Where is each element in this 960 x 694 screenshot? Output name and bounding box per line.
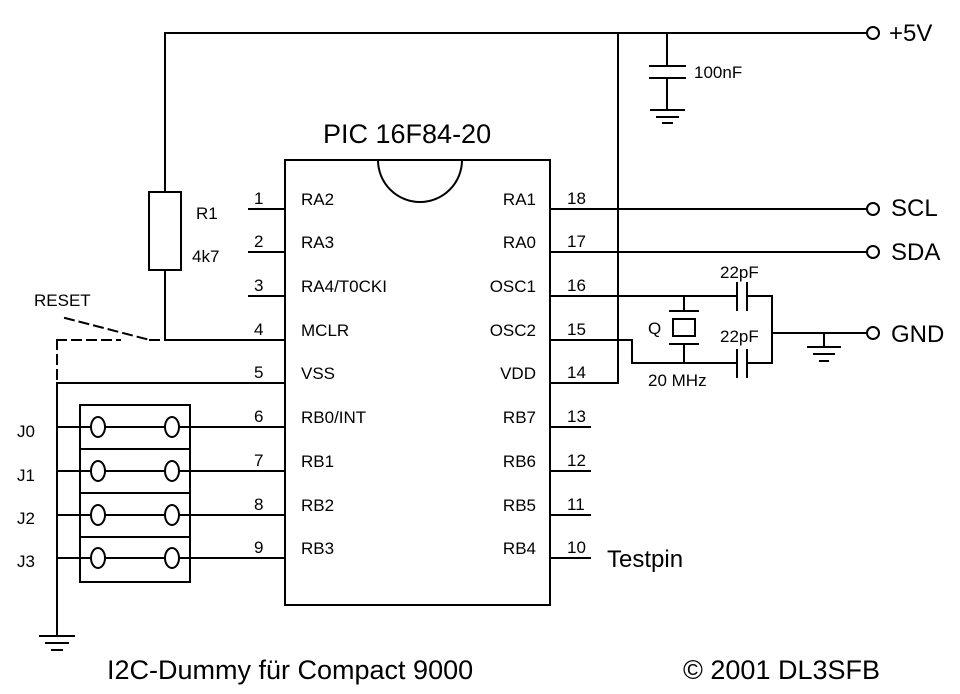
pin-number: 1 [254,189,263,208]
right-pin-numbers: 18 17 16 15 14 13 12 11 10 [567,189,586,557]
jumper-pin [90,504,106,526]
reset-switch [56,316,166,381]
pin-number: 10 [567,538,586,557]
right-pins [549,208,591,559]
pin-number: 2 [254,232,263,251]
pin-name: OSC1 [490,277,536,296]
c1-value-label: 22pF [720,263,759,282]
c2-value-label: 22pF [720,327,759,346]
pin-name: RA1 [503,190,536,209]
pin-name: VDD [500,364,536,383]
gnd-terminal [866,326,880,340]
osc2-wire [589,339,738,364]
left-pin-numbers: 1 2 3 4 5 6 7 8 9 [254,189,263,557]
crystal-body [672,318,696,337]
pin-number: 4 [254,320,263,339]
pin-number: 12 [567,451,586,470]
left-pins [248,208,286,559]
pin-name: RA3 [301,233,334,252]
jumper-pin [90,460,106,482]
pin-number: 6 [254,407,263,426]
decoupling-capacitor [649,32,686,124]
pin-name: RA2 [301,190,334,209]
jumper-label: J2 [17,509,35,528]
jumper-label: J3 [17,552,35,571]
pin-number: 13 [567,407,586,426]
r1-name-label: R1 [196,204,218,223]
jumper-label: J0 [17,422,35,441]
jumper-pin [164,460,180,482]
right-pin-names: RA1 RA0 OSC1 OSC2 VDD RB7 RB6 RB5 RB4 [490,190,536,558]
pin-name: RA4/T0CKI [301,277,387,296]
pin-number: 16 [567,276,586,295]
jumper-label: J1 [17,466,35,485]
r1-body [148,191,182,271]
jumper-block [56,404,250,583]
left-pin-names: RA2 RA3 RA4/T0CKI MCLR VSS RB0/INT RB1 R… [301,190,387,558]
vcc-label: +5V [889,20,932,47]
pin-number: 7 [254,451,263,470]
pin-name: VSS [301,364,335,383]
pin-name: RB7 [503,408,536,427]
reset-contact [63,316,152,342]
chip-title: PIC 16F84-20 [323,119,491,149]
pin-number: 11 [567,495,585,514]
pin-name: OSC2 [490,321,536,340]
testpin-label: Testpin [607,546,683,573]
ground-bus [39,382,250,651]
pin-name: RB0/INT [301,408,366,427]
pin-number: 15 [567,320,586,339]
oscillator-circuit [589,282,880,378]
pin-number: 3 [254,276,263,295]
crystal-name-label: Q [648,319,661,338]
diagram-title: I2C-Dummy für Compact 9000 [107,655,473,685]
pin-number: 9 [254,538,263,557]
pin-name: RA0 [503,233,536,252]
pin-number: 17 [567,232,586,251]
jumper-pin [164,416,180,438]
pin-name: RB3 [301,539,334,558]
copyright-notice: © 2001 DL3SFB [683,655,880,685]
gnd-label: GND [891,321,944,348]
scl-label: SCL [891,195,938,222]
jumper-pin [164,547,180,569]
jumper-pin [90,547,106,569]
i2c-lines [589,202,880,259]
jumper-pin [164,504,180,526]
pin-number: 14 [567,363,586,382]
pin-name: RB2 [301,496,334,515]
chip-notch [376,158,464,203]
reset-label: RESET [34,291,91,310]
jumper-pin [90,416,106,438]
cap-value-label: 100nF [694,63,742,82]
pin-number: 8 [254,495,263,514]
pin-number: 18 [567,189,586,208]
jumper-labels: J0 J1 J2 J3 [17,422,35,571]
pin-name: RB6 [503,452,536,471]
pin-name: RB1 [301,452,334,471]
pin-name: RB4 [503,539,536,558]
pin-number: 5 [254,363,263,382]
sda-terminal [866,245,880,259]
r1-resistor [148,191,250,341]
r1-value-label: 4k7 [192,247,219,266]
sda-label: SDA [891,239,940,266]
scl-terminal [866,202,880,216]
vcc-terminal [866,26,880,40]
crystal-freq-label: 20 MHz [648,371,707,390]
pin-name: MCLR [301,321,349,340]
pin-name: RB5 [503,496,536,515]
